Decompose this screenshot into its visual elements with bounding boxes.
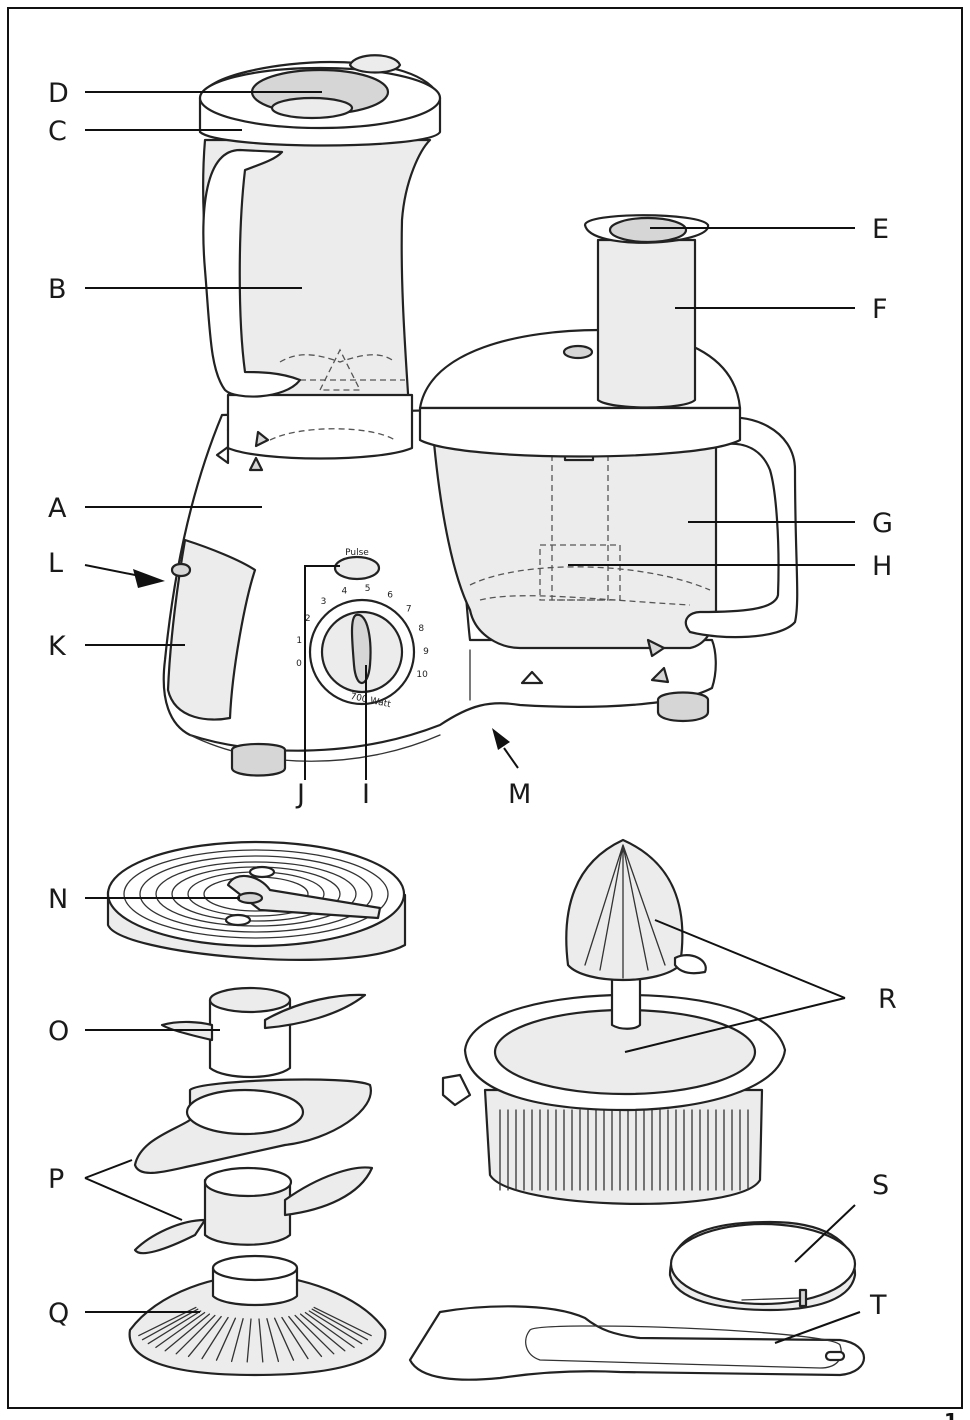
slicing-disc — [106, 840, 407, 961]
food-pusher — [608, 216, 688, 244]
grater-slot — [175, 1314, 216, 1355]
arrowhead-m — [492, 728, 510, 750]
pulse-label: Pulse — [345, 548, 369, 558]
dial-number: 0 — [296, 659, 302, 669]
grater-slot — [155, 1311, 206, 1349]
label-t: T — [869, 1290, 887, 1321]
label-a: A — [48, 493, 67, 524]
grater-slot — [304, 1311, 355, 1349]
dial-number: 4 — [342, 587, 348, 597]
grater-slot — [281, 1316, 309, 1360]
grater-slot — [147, 1310, 202, 1345]
label-e: E — [872, 214, 889, 245]
dial-number: 1 — [296, 636, 302, 646]
grater-slot — [294, 1314, 335, 1355]
label-o: O — [48, 1016, 69, 1047]
feed-tube — [583, 214, 710, 409]
citrus-press — [441, 838, 787, 1205]
grater-slot — [299, 1313, 346, 1352]
dial-number: 8 — [418, 624, 424, 634]
grater-slot — [141, 1308, 199, 1341]
label-c: C — [48, 116, 67, 147]
spatula — [408, 1305, 866, 1381]
label-f: F — [872, 294, 888, 325]
speed-dial-knob — [350, 613, 372, 685]
dial-number: 10 — [416, 670, 428, 680]
label-l: L — [48, 548, 63, 579]
label-s: S — [872, 1170, 889, 1201]
grater-slot — [230, 1318, 244, 1363]
label-d: D — [48, 78, 69, 109]
label-b: B — [48, 274, 67, 305]
label-h: H — [872, 551, 892, 582]
label-m: M — [508, 779, 531, 810]
cord-storage-cover — [166, 538, 257, 721]
grater-slot — [308, 1310, 363, 1345]
page-frame — [7, 7, 963, 1409]
dough-blades — [133, 1078, 374, 1255]
label-p: P — [48, 1164, 64, 1195]
label-i: I — [362, 779, 370, 810]
grater-disc — [128, 1254, 387, 1377]
jug-lid — [198, 54, 442, 147]
dial-number: 6 — [387, 591, 393, 601]
part-labels: D C B A L K E F G H J I M N O P Q R S T — [48, 78, 897, 1329]
grater-slot — [273, 1317, 295, 1361]
label-j: J — [295, 779, 305, 810]
grater-slot — [215, 1317, 237, 1361]
grater-slot — [311, 1308, 369, 1341]
grater-slot — [288, 1315, 323, 1358]
label-k: K — [48, 631, 67, 662]
cover-cap — [668, 1220, 857, 1312]
grater-slot — [266, 1318, 280, 1363]
pulse-button[interactable] — [333, 555, 381, 581]
grater-slot — [246, 1318, 252, 1363]
leader-lines — [84, 91, 861, 1344]
grater-slot — [313, 1306, 372, 1337]
dial-number: 2 — [305, 614, 311, 624]
grater-slot — [258, 1318, 264, 1363]
grater-slot — [201, 1316, 229, 1360]
grater-slot — [187, 1315, 222, 1358]
motor-base — [162, 408, 717, 777]
arrowhead-l — [133, 569, 165, 588]
label-q: Q — [48, 1298, 69, 1329]
chopping-blade — [160, 986, 367, 1079]
blender-jug — [202, 138, 432, 472]
dial-number: 3 — [321, 597, 327, 607]
press-ribs — [499, 1109, 749, 1191]
grater-slots — [138, 1306, 372, 1363]
grater-slot — [164, 1313, 211, 1352]
label-n: N — [48, 884, 68, 915]
page-number: 1 — [944, 1409, 958, 1420]
label-g: G — [872, 508, 893, 539]
label-r: R — [878, 984, 897, 1015]
dial-number: 5 — [365, 584, 371, 594]
dial-number: 9 — [423, 647, 429, 657]
dial-number: 7 — [406, 604, 412, 614]
